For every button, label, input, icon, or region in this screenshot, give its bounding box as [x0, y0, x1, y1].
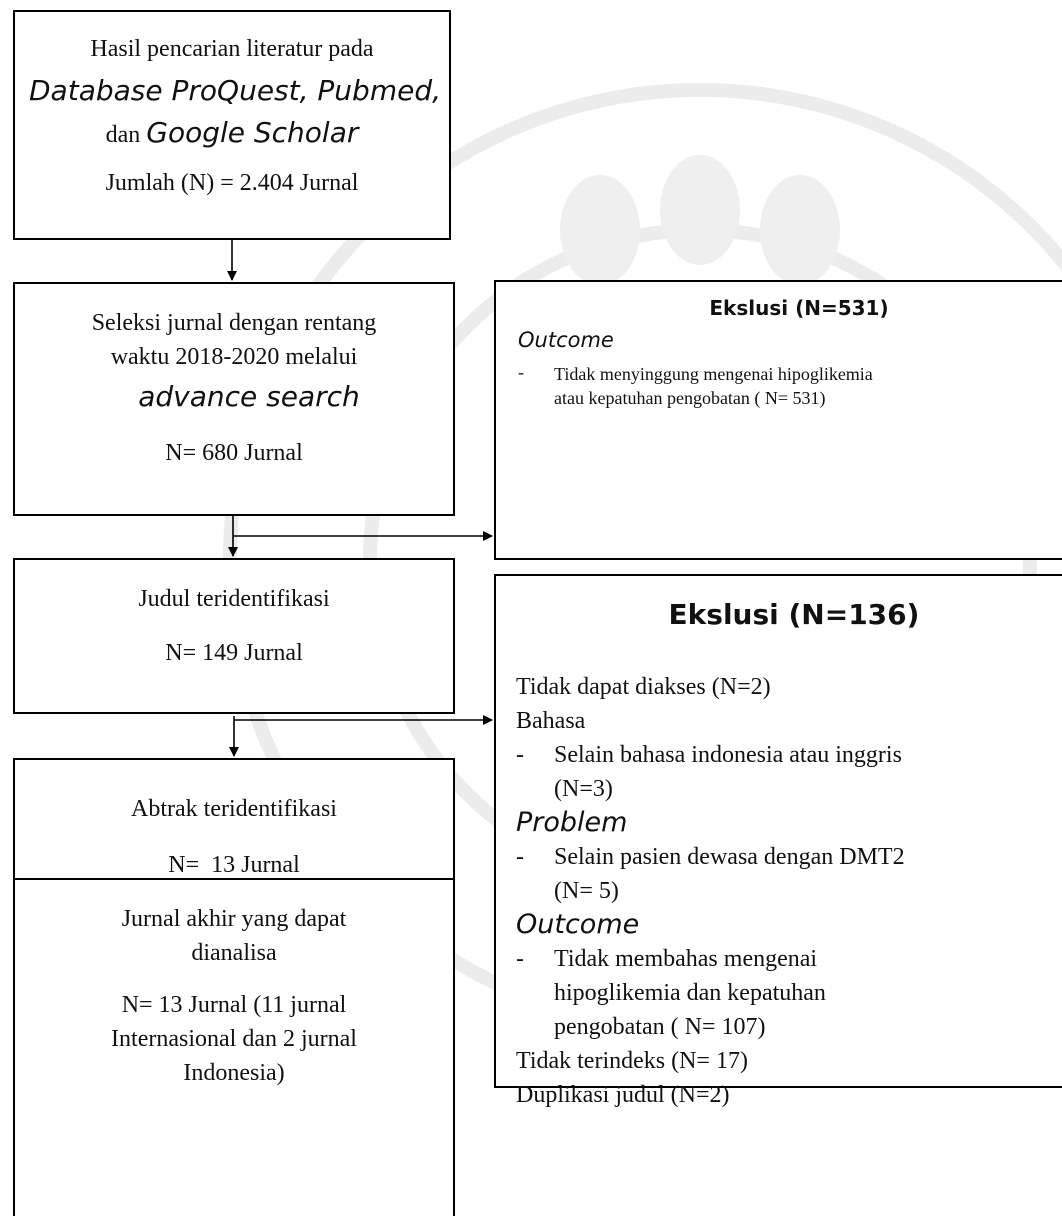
- date-filter-count: N= 680 Jurnal: [165, 440, 303, 466]
- exclusion-2-outcome-item-l3: pengobatan ( N= 107): [554, 1014, 766, 1040]
- exclusion-2-duplicate: Duplikasi judul (N=2): [516, 1082, 730, 1108]
- title-identified-label: Judul teridentifikasi: [138, 586, 330, 612]
- exclusion-1-item-line2: atau kepatuhan pengobatan ( N= 531): [554, 388, 826, 408]
- exclusion-2-language-item-l1: Selain bahasa indonesia atau inggris: [554, 742, 902, 768]
- date-filter-advance-search: advance search: [138, 380, 360, 413]
- exclusion-2-outcome-heading: Outcome: [516, 909, 640, 940]
- exclusion-2-outcome-item-l2: hipoglikemia dan kepatuhan: [554, 980, 826, 1006]
- final-journals-line4: Internasional dan 2 jurnal: [111, 1026, 357, 1052]
- exclusion-1-item-line1: Tidak menyinggung mengenai hipoglikemia: [554, 364, 873, 384]
- final-journals-line1: Jurnal akhir yang dapat: [121, 906, 347, 932]
- exclusion-2-language-item: - Selain bahasa indonesia atau inggris (…: [516, 738, 1046, 806]
- date-filter-line2: waktu 2018-2020 melalui: [110, 344, 358, 370]
- exclusion-2-not-accessible: Tidak dapat diakses (N=2): [516, 674, 771, 700]
- final-journals-box: Jurnal akhir yang dapat dianalisa N= 13 …: [13, 878, 455, 1216]
- search-results-and: dan: [105, 122, 147, 148]
- exclusion-2-problem-item-l2: (N= 5): [554, 878, 619, 904]
- exclusion-1-dash: -: [518, 362, 524, 382]
- date-filter-box: Seleksi jurnal dengan rentang waktu 2018…: [13, 282, 455, 516]
- exclusion-2-problem-heading: Problem: [516, 807, 628, 838]
- exclusion-1-category: Outcome: [518, 328, 614, 352]
- dash-1: -: [516, 742, 524, 768]
- exclusion-box-1: Ekslusi (N=531) Outcome - Tidak menyingg…: [494, 280, 1062, 560]
- search-results-count: Jumlah (N) = 2.404 Jurnal: [105, 170, 359, 196]
- exclusion-2-problem-item-l1: Selain pasien dewasa dengan DMT2: [554, 844, 905, 870]
- final-journals-count: N= 13 Jurnal (11 jurnal: [121, 992, 347, 1018]
- final-journals-line2: dianalisa: [191, 940, 277, 966]
- dash-3: -: [516, 946, 524, 972]
- date-filter-line1: Seleksi jurnal dengan rentang: [91, 310, 377, 336]
- search-results-google-scholar: Google Scholar: [146, 116, 359, 149]
- search-results-line1: Hasil pencarian literatur pada: [90, 36, 374, 62]
- abstract-identified-label: Abtrak teridentifikasi: [131, 796, 337, 822]
- search-results-box: Hasil pencarian literatur pada Database …: [13, 10, 451, 240]
- exclusion-2-outcome-item: - Tidak membahas mengenai hipoglikemia d…: [516, 942, 1046, 1044]
- exclusion-2-problem-item: - Selain pasien dewasa dengan DMT2 (N= 5…: [516, 840, 1046, 908]
- exclusion-2-not-indexed: Tidak terindeks (N= 17): [516, 1048, 748, 1074]
- exclusion-box-2: Ekslusi (N=136) Tidak dapat diakses (N=2…: [494, 574, 1062, 1108]
- abstract-identified-count: N= 13 Jurnal: [168, 852, 300, 878]
- exclusion-2-language-item-l2: (N=3): [554, 776, 613, 802]
- final-journals-line5: Indonesia): [183, 1060, 285, 1086]
- title-identified-box: Judul teridentifikasi N= 149 Jurnal: [13, 558, 455, 714]
- dash-2: -: [516, 844, 524, 870]
- exclusion-2-language-heading: Bahasa: [516, 708, 586, 734]
- exclusion-1-item: Tidak menyinggung mengenai hipoglikemia …: [554, 362, 873, 410]
- exclusion-2-outcome-item-l1: Tidak membahas mengenai: [554, 946, 818, 972]
- exclusion-2-title: Ekslusi (N=136): [668, 598, 920, 631]
- title-identified-count: N= 149 Jurnal: [165, 640, 303, 666]
- search-results-databases: Database ProQuest, Pubmed,: [29, 74, 441, 107]
- exclusion-1-title: Ekslusi (N=531): [709, 296, 889, 320]
